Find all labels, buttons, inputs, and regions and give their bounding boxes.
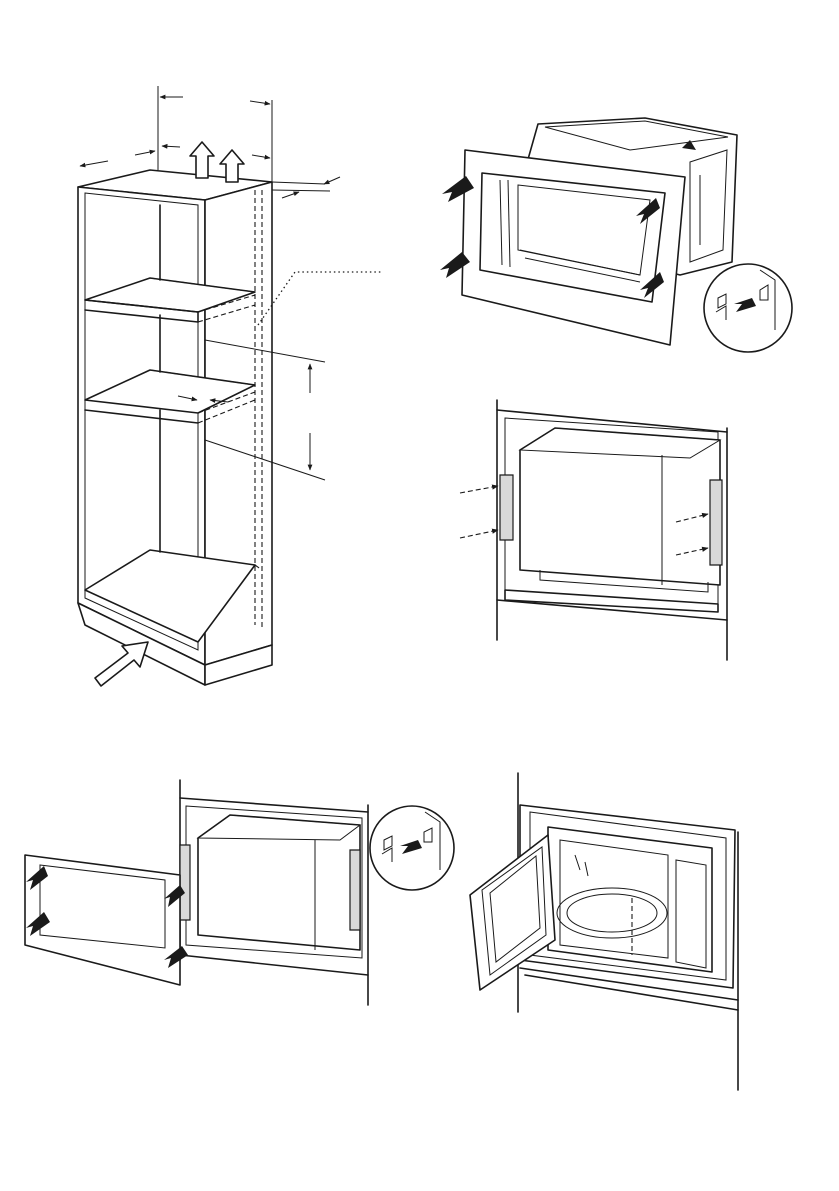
- unit-screw-fixing-diagram: [460, 400, 727, 660]
- frame-attach-diagram: [440, 118, 792, 352]
- microwave-body: [198, 815, 360, 950]
- airflow-arrow-icon: [95, 642, 148, 686]
- mounting-bracket: [180, 845, 190, 920]
- vent-arrow-up-icon: [190, 142, 214, 178]
- mounting-bracket: [500, 475, 513, 540]
- mounting-bracket: [710, 480, 722, 565]
- frame-insert-diagram: [25, 780, 454, 1005]
- cabinet-dimensions-diagram: [78, 86, 382, 686]
- installed-view-diagram: [470, 773, 738, 1090]
- mounting-bracket: [350, 850, 360, 930]
